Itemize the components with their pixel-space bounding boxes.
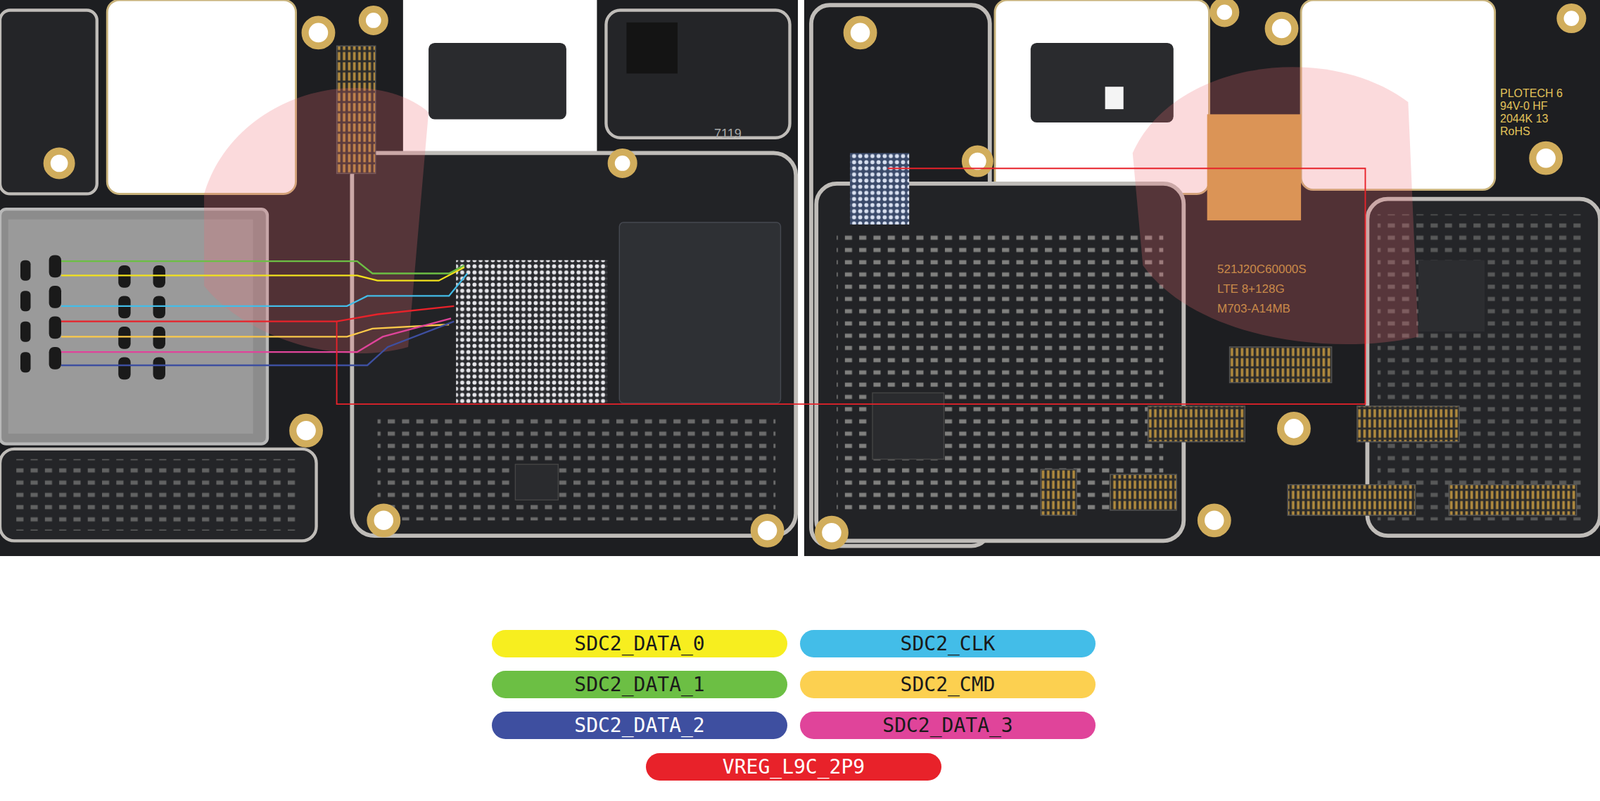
legend-swatch: SDC2_CMD [800,670,1096,698]
board-marking: PLOTECH 6 [1500,87,1563,100]
board-marking: 94V-0 HF [1500,99,1548,113]
legend-swatch: SDC2_DATA_0 [491,629,788,658]
legend-text: SDC2_DATA_0 [574,631,705,656]
legend-swatch: SDC2_CLK [800,629,1096,658]
legend-text: SDC2_CLK [900,631,996,656]
board-marking: LTE 8+128G [1217,282,1285,297]
board-marking: 521J20C60000S [1217,263,1307,277]
legend-swatch: SDC2_DATA_2 [491,711,788,739]
board-marking: M703-A14MB [1217,302,1291,316]
legend-text: SDC2_CMD [900,672,996,696]
legend-text: VREG_L9C_2P9 [722,754,865,779]
board-marking: 2044K 13 [1500,112,1549,126]
board-marking: 7119 [714,127,742,142]
legend-swatch: SDC2_DATA_1 [491,670,788,698]
legend-swatch: SDC2_DATA_3 [800,711,1096,739]
board-marking: RoHS [1500,125,1531,138]
legend-swatch: VREG_L9C_2P9 [645,752,942,781]
legend-text: SDC2_DATA_2 [574,713,705,737]
legend-text: SDC2_DATA_1 [574,672,705,696]
legend-text: SDC2_DATA_3 [882,713,1013,737]
